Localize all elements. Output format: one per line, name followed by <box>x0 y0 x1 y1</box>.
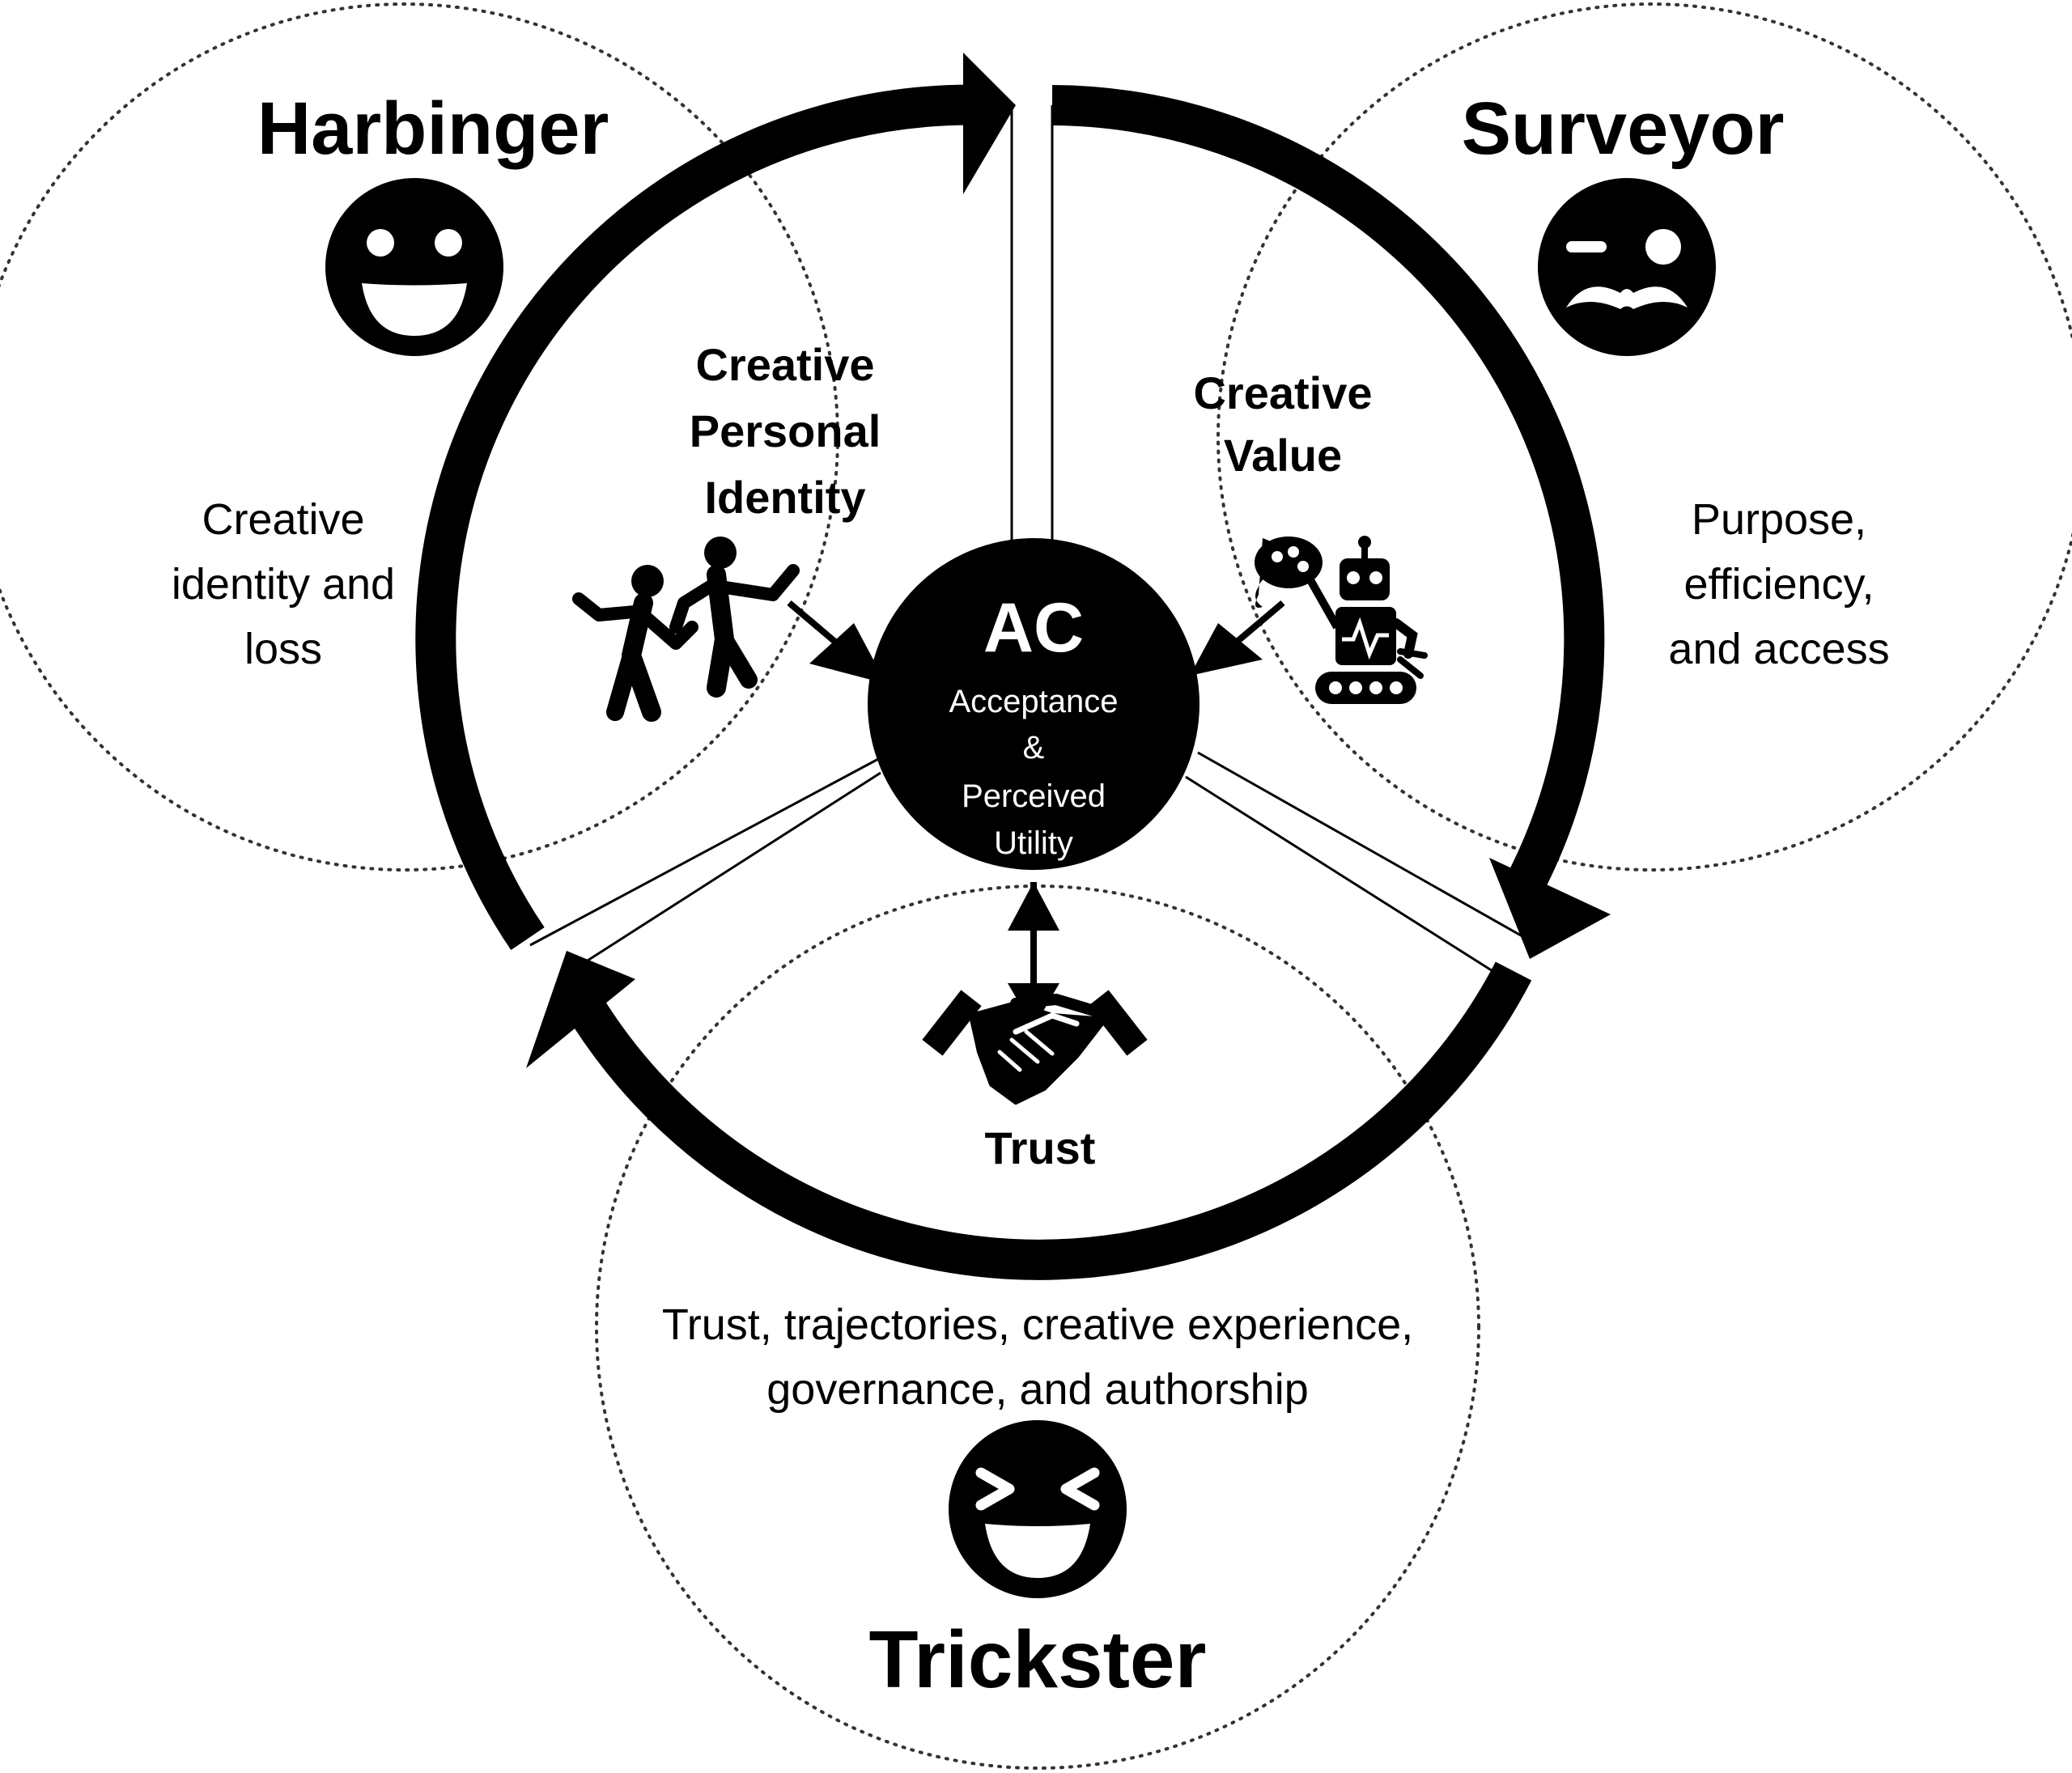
svg-text:Purpose,: Purpose, <box>1692 495 1866 544</box>
svg-text:efficiency,: efficiency, <box>1684 560 1874 609</box>
ring-arc-left <box>415 84 988 951</box>
identity-factor-label: Creative Personal Identity <box>690 339 881 523</box>
arrowhead-top <box>963 53 1016 194</box>
ring-arc-right <box>1051 85 1605 900</box>
center-line: Utility <box>994 825 1073 861</box>
harbinger-circle <box>0 2 839 872</box>
center-line: Acceptance <box>949 684 1118 719</box>
svg-text:Creative: Creative <box>202 495 364 544</box>
harbinger-title: Harbinger <box>257 87 609 170</box>
value-factor-label: Creative Value <box>1193 367 1372 481</box>
surveyor-theme: Purpose, efficiency, and access <box>1668 495 1889 673</box>
surveyor-title: Surveyor <box>1462 87 1785 170</box>
svg-text:identity and: identity and <box>172 560 395 609</box>
monocle-mustache-face-icon <box>1538 178 1716 356</box>
surveyor-circle <box>1216 2 2072 872</box>
handshake-icon <box>922 990 1148 1105</box>
trust-factor-label: Trust <box>985 1122 1096 1173</box>
svg-text:Creative: Creative <box>695 339 874 390</box>
svg-text:governance, and authorship: governance, and authorship <box>766 1365 1309 1414</box>
smiling-face-icon <box>325 178 503 356</box>
center-line: Perceived <box>962 778 1106 814</box>
svg-text:loss: loss <box>244 625 322 673</box>
center-abbrev: AC <box>983 589 1084 667</box>
center-node: AC Acceptance & Perceived Utility <box>868 538 1199 870</box>
harbinger-theme: Creative identity and loss <box>172 495 395 673</box>
people-dancing-icon <box>572 537 800 722</box>
svg-text:Value: Value <box>1224 430 1342 481</box>
arrow-value-to-center <box>1228 600 1285 651</box>
laughing-face-icon <box>949 1420 1127 1598</box>
ring-arc-bottom <box>565 961 1532 1280</box>
arrowhead-left <box>526 951 635 1068</box>
trickster-title: Trickster <box>869 1614 1207 1705</box>
svg-text:Identity: Identity <box>704 472 865 523</box>
cycle-ring <box>415 84 1605 1280</box>
svg-text:Trust, trajectories, creative: Trust, trajectories, creative experience… <box>662 1300 1413 1349</box>
svg-text:Personal: Personal <box>690 405 881 456</box>
arrow-identity-to-center <box>787 600 844 651</box>
svg-text:and access: and access <box>1668 625 1889 673</box>
robot-painter-icon <box>1255 536 1428 704</box>
trickster-circle <box>595 884 1480 1770</box>
center-arrows <box>787 600 1285 1028</box>
trickster-theme: Trust, trajectories, creative experience… <box>662 1300 1413 1414</box>
svg-text:Creative: Creative <box>1193 367 1372 418</box>
center-line: & <box>1023 730 1045 766</box>
spokes <box>529 105 1535 981</box>
